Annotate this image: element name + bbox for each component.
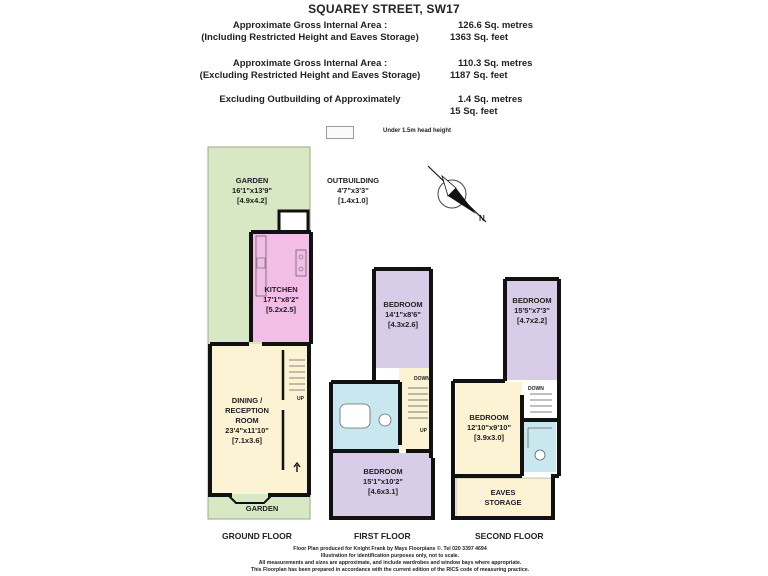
first-bedroom-rear-area: [375, 270, 430, 368]
gross-area-incl-metres: 126.6 Sq. metres: [458, 20, 533, 31]
gross-area-excl-label-1: Approximate Gross Internal Area :: [232, 58, 388, 69]
outbuilding-area-feet: 15 Sq. feet: [450, 106, 498, 117]
second-stairs-down-label: DOWN: [528, 386, 544, 392]
second-bedroom-rear-area: [506, 280, 558, 380]
gross-area-incl-feet: 1363 Sq. feet: [450, 32, 509, 43]
second-bedroom-rear-label: BEDROOM 15'5"x7'3" [4.7x2.2]: [512, 296, 552, 325]
restricted-height-label: Under 1.5m head height: [383, 128, 452, 134]
eaves-storage-label: EAVES STORAGE: [484, 488, 522, 507]
first-floor-label: FIRST FLOOR: [354, 531, 411, 541]
page-title: SQUAREY STREET, SW17: [308, 2, 460, 16]
footer-notes: Floor Plan produced for Knight Frank by …: [250, 546, 530, 573]
gross-area-excl-feet: 1187 Sq. feet: [450, 70, 508, 81]
outbuilding-area: [277, 209, 310, 234]
outbuilding-area-label: Excluding Outbuilding of Approximately: [219, 94, 401, 105]
front-garden-label: GARDEN: [245, 504, 279, 513]
first-bedroom-front-label: BEDROOM 15'1"x10'2" [4.6x3.1]: [363, 467, 403, 496]
first-stairs-down-label: DOWN: [414, 376, 430, 382]
second-bedroom-main-label: BEDROOM 12'10"x9'10" [3.9x3.0]: [466, 413, 512, 442]
first-stairs-up-label: UP: [420, 428, 427, 434]
eaves-storage-area: [455, 477, 553, 519]
first-bedroom-front-area: [333, 453, 433, 516]
first-bedroom-rear-label: BEDROOM 14'1"x8'6" [4.3x2.6]: [383, 300, 423, 329]
first-landing-area: [399, 368, 433, 451]
second-floor-walls: [451, 277, 561, 520]
restricted-height-swatch: [326, 126, 354, 139]
reception-walls: [208, 342, 311, 497]
ground-floor-plan: [207, 146, 313, 520]
reception-area: [211, 344, 308, 494]
compass-north-label: N: [479, 214, 485, 223]
kitchen-label: KITCHEN 17'1"x8'2" [5.2x2.5]: [263, 285, 299, 314]
second-bedroom-main-area: [456, 382, 522, 478]
dining-reception-label: DINING / RECEPTION ROOM 23'4"x11'10" [7.…: [225, 396, 269, 445]
kitchen-walls: [249, 230, 313, 344]
gross-area-incl-label-2: (Including Restricted Height and Eaves S…: [201, 32, 419, 43]
first-floor-plan: [329, 267, 435, 520]
kitchen-area: [251, 231, 311, 342]
gross-area-excl-label-2: (Excluding Restricted Height and Eaves S…: [199, 70, 421, 81]
compass-icon: [427, 165, 487, 223]
outbuilding-label: OUTBUILDING 4'7"x3'3" [1.4x1.0]: [326, 176, 380, 205]
outbuilding-area-metres: 1.4 Sq. metres: [458, 94, 523, 105]
second-floor-label: SECOND FLOOR: [475, 531, 544, 541]
first-floor-walls: [329, 267, 435, 520]
garden-label: GARDEN 16'1"x13'9" [4.9x4.2]: [232, 176, 272, 205]
gross-area-incl-label-1: Approximate Gross Internal Area :: [232, 20, 388, 31]
ground-stairs-up-label: UP: [297, 396, 304, 402]
second-floor-plan: [451, 277, 561, 520]
gross-area-excl-metres: 110.3 Sq. metres: [458, 58, 533, 69]
ground-floor-label: GROUND FLOOR: [222, 531, 292, 541]
